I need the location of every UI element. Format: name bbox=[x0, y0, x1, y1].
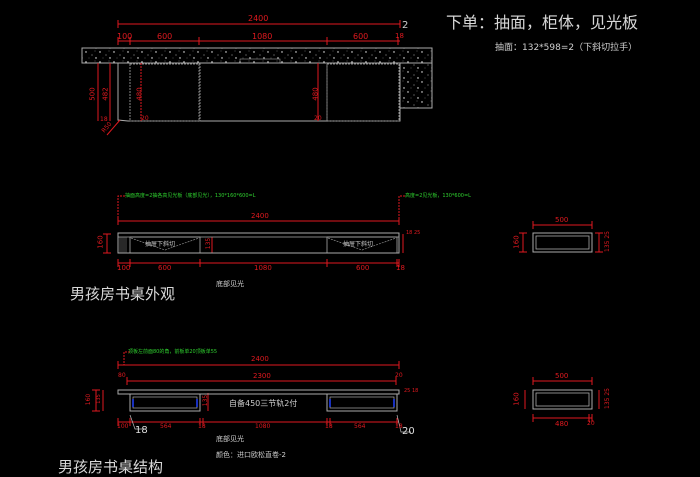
elevation-overall-width: 2400 bbox=[251, 212, 269, 220]
plan-view bbox=[81, 20, 433, 136]
right-drawer-label: 抽屉下斜切 bbox=[343, 241, 374, 248]
side2-height: 160 bbox=[512, 392, 521, 406]
left-end-hatch bbox=[119, 237, 127, 253]
drawer-spec: 抽面：132*598=2（下斜切拉手） bbox=[495, 43, 638, 53]
left-drawer-inner bbox=[132, 396, 198, 409]
plan-bottom-20-right: 20 bbox=[314, 115, 322, 122]
desk-front bbox=[117, 232, 400, 254]
order-title: 下单：抽面，柜体，见光板 bbox=[446, 13, 639, 32]
structure-inner-width: 2300 bbox=[253, 372, 271, 380]
left-handle-cut bbox=[130, 237, 200, 251]
structure-overall-width: 2400 bbox=[251, 355, 269, 363]
plan-depth-500: 500 bbox=[88, 87, 97, 101]
elevation-bottom-note: 底部见光 bbox=[216, 280, 244, 288]
plan-dimensions bbox=[97, 20, 401, 136]
plan-bottom-20-left: 20 bbox=[141, 115, 149, 122]
elevation-inner-height: 135 bbox=[205, 237, 213, 250]
grommet bbox=[239, 58, 281, 64]
structure-top-left-dim: 80 bbox=[118, 372, 126, 379]
side-view-1 bbox=[519, 221, 603, 253]
plan-seg-1: 600 bbox=[157, 32, 173, 41]
structure-height-135: 135 bbox=[95, 394, 102, 404]
structure-right-dims: 25 18 bbox=[404, 388, 419, 394]
elev-seg-4: 18 bbox=[396, 264, 405, 272]
elevation-section-title: 男孩房书桌外观 bbox=[70, 285, 176, 303]
structure-top-right-dim: 20 bbox=[395, 372, 403, 379]
plan-seg-4: 18 bbox=[395, 32, 404, 40]
rail-note: 自备450三节轨2付 bbox=[229, 399, 298, 408]
structure-bottom-note: 底部见光 bbox=[216, 435, 244, 443]
elevation-note-left: 抽面高度=2抽各高见光板（底部见光），130*160*600=L bbox=[125, 193, 256, 199]
desk-outline bbox=[117, 63, 401, 122]
structure-note: 顶板左前面80的角，前板单20顶板单55 bbox=[128, 349, 218, 355]
plan-seg-3: 600 bbox=[353, 32, 369, 41]
struct-seg-0: 100 bbox=[117, 423, 129, 430]
callout-left: 18 bbox=[135, 425, 148, 436]
elev-seg-0: 100 bbox=[117, 264, 131, 272]
side-view-2 bbox=[524, 377, 600, 422]
left-drawer-box bbox=[129, 393, 201, 412]
elevation-view bbox=[103, 195, 405, 267]
right-drawer-box bbox=[326, 393, 398, 412]
left-drawer-label: 抽屉下斜切 bbox=[145, 241, 176, 248]
structure-view bbox=[92, 351, 411, 433]
structure-dimensions bbox=[92, 351, 400, 426]
struct-seg-6: 18 bbox=[395, 423, 403, 430]
side2-right-dims: 135 25 bbox=[604, 388, 611, 409]
side2-width: 500 bbox=[555, 372, 569, 380]
countertop-return bbox=[399, 62, 433, 109]
side1-width: 500 bbox=[555, 216, 569, 224]
countertop bbox=[81, 47, 433, 64]
plan-bottom-18: 18 bbox=[100, 116, 108, 123]
left-drawer-box bbox=[129, 63, 201, 122]
top-panel bbox=[117, 389, 400, 395]
plan-depth-482: 482 bbox=[101, 87, 110, 101]
right-drawer-box bbox=[326, 63, 400, 122]
struct-seg-5: 564 bbox=[354, 423, 366, 430]
callout-leaders bbox=[129, 414, 411, 433]
elevation-height: 160 bbox=[96, 235, 105, 249]
struct-seg-1: 564 bbox=[160, 423, 172, 430]
right-handle-cut bbox=[327, 237, 397, 251]
elevation-right-dims: 18 25 bbox=[406, 230, 421, 236]
structure-inner-height: 135 bbox=[202, 394, 210, 407]
plan-depth-480-right: 480 bbox=[311, 87, 320, 101]
plan-depth-480-left: 480 bbox=[135, 87, 144, 101]
struct-seg-3: 1080 bbox=[255, 423, 271, 430]
elev-seg-1: 600 bbox=[158, 264, 172, 272]
elev-seg-3: 600 bbox=[356, 264, 370, 272]
left-drawer-front bbox=[129, 236, 201, 254]
structure-section-title: 男孩房书桌结构 bbox=[58, 458, 164, 476]
right-drawer-inner bbox=[329, 396, 395, 409]
side2-bottom-480: 480 bbox=[555, 420, 569, 428]
elev-seg-2: 1080 bbox=[254, 264, 272, 272]
side2-bottom-20: 20 bbox=[587, 420, 595, 427]
elevation-note-right: 高度=2见光板，130*600=L bbox=[405, 193, 471, 199]
struct-seg-2: 18 bbox=[198, 423, 206, 430]
plan-overall-width: 2400 bbox=[248, 14, 269, 23]
struct-seg-4: 18 bbox=[325, 423, 333, 430]
side1-height: 160 bbox=[512, 235, 521, 249]
callout-right: 20 bbox=[402, 426, 415, 437]
structure-height-160: 160 bbox=[85, 393, 93, 406]
plan-seg-0: 100 bbox=[117, 32, 133, 41]
plan-corner-label: 2 bbox=[402, 20, 409, 31]
side1-right-dims: 135 25 bbox=[604, 231, 611, 252]
color-note: 颜色：进口欧松直卷-2 bbox=[216, 451, 286, 459]
right-drawer-front bbox=[326, 236, 398, 254]
elevation-leaders bbox=[103, 195, 405, 267]
plan-seg-2: 1080 bbox=[252, 32, 273, 41]
drawer-rails bbox=[132, 399, 395, 407]
